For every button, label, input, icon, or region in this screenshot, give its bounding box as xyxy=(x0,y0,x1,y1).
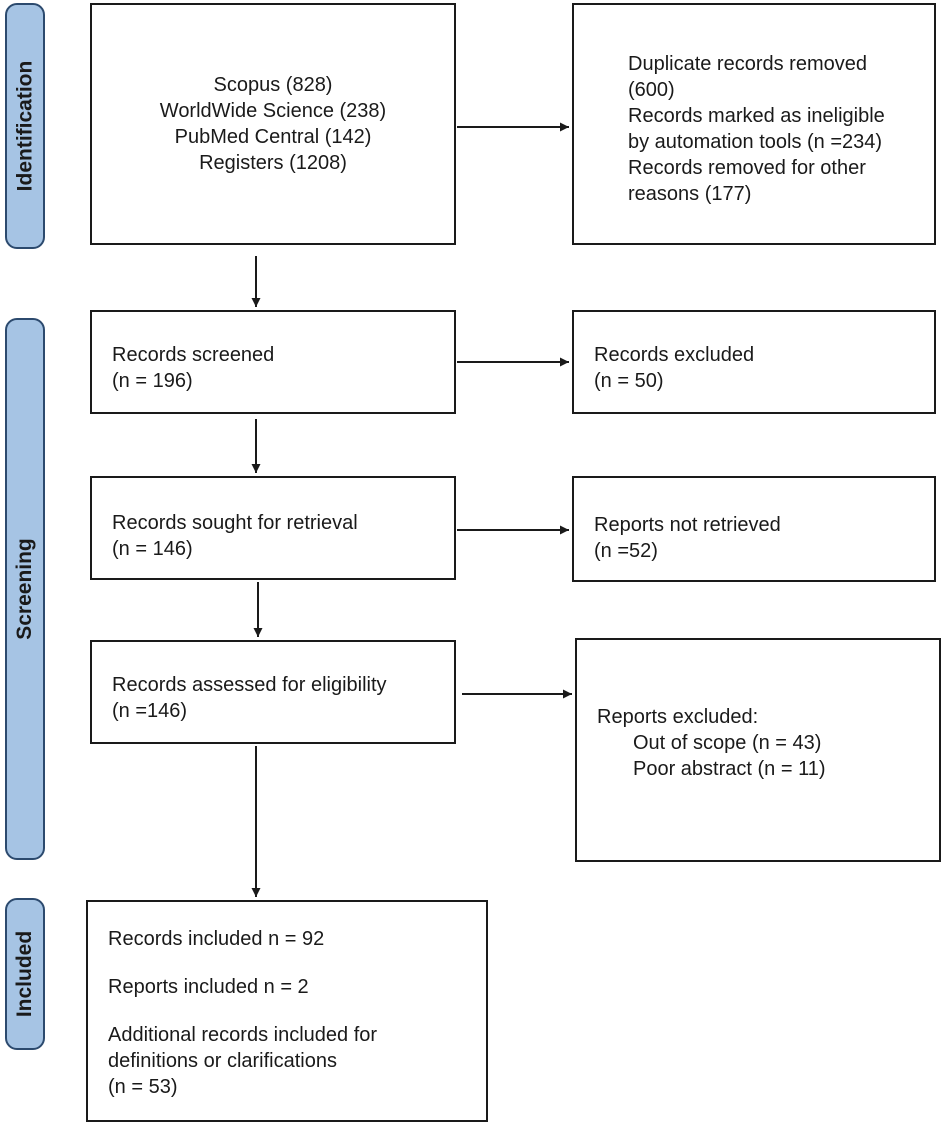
screened-label: Records screened xyxy=(112,344,275,366)
included-box: Records included n = 92 Reports included… xyxy=(86,900,488,1122)
assessed-count: (n =146) xyxy=(112,700,188,722)
removed-line-2: (600) xyxy=(628,79,675,101)
excluded-count: (n = 50) xyxy=(594,370,664,392)
reports-excluded-box: Reports excluded: Out of scope (n = 43) … xyxy=(575,638,941,862)
records-removed-box: Duplicate records removed (600) Records … xyxy=(572,3,936,245)
screened-count: (n = 196) xyxy=(112,370,193,392)
reports-included: Reports included n = 2 xyxy=(108,976,309,998)
removed-line-5: Records removed for other xyxy=(628,157,866,179)
records-excluded-box: Records excluded (n = 50) xyxy=(572,310,936,414)
source-registers: Registers (1208) xyxy=(199,152,347,174)
identification-sources-box: Scopus (828) WorldWide Science (238) Pub… xyxy=(90,3,456,245)
removed-line-6: reasons (177) xyxy=(628,183,752,205)
additional-line-1: Additional records included for xyxy=(108,1024,378,1046)
source-scopus: Scopus (828) xyxy=(213,74,333,96)
not-retrieved-label: Reports not retrieved xyxy=(594,514,781,536)
excluded-label: Records excluded xyxy=(594,344,755,366)
additional-line-3: (n = 53) xyxy=(108,1076,178,1098)
stage-included: Included xyxy=(5,898,45,1050)
removed-line-3: Records marked as ineligible xyxy=(628,105,885,127)
records-sought-box: Records sought for retrieval (n = 146) xyxy=(90,476,456,580)
reports-excluded-title: Reports excluded: xyxy=(597,706,759,728)
stage-screening: Screening xyxy=(5,318,45,860)
reports-excluded-poor-abstract: Poor abstract (n = 11) xyxy=(633,758,826,780)
removed-line-4: by automation tools (n =234) xyxy=(628,131,883,153)
sought-label: Records sought for retrieval xyxy=(112,512,358,534)
assessed-label: Records assessed for eligibility xyxy=(112,674,387,696)
additional-line-2: definitions or clarifications xyxy=(108,1050,337,1072)
reports-not-retrieved-box: Reports not retrieved (n =52) xyxy=(572,476,936,582)
stage-identification: Identification xyxy=(5,3,45,249)
source-worldwide-science: WorldWide Science (238) xyxy=(159,100,387,122)
records-screened-box: Records screened (n = 196) xyxy=(90,310,456,414)
records-assessed-box: Records assessed for eligibility (n =146… xyxy=(90,640,456,744)
sought-count: (n = 146) xyxy=(112,538,193,560)
not-retrieved-count: (n =52) xyxy=(594,540,658,562)
reports-excluded-out-of-scope: Out of scope (n = 43) xyxy=(633,732,822,754)
source-pubmed-central: PubMed Central (142) xyxy=(174,126,372,148)
removed-line-1: Duplicate records removed xyxy=(628,53,867,75)
records-included: Records included n = 92 xyxy=(108,928,325,950)
